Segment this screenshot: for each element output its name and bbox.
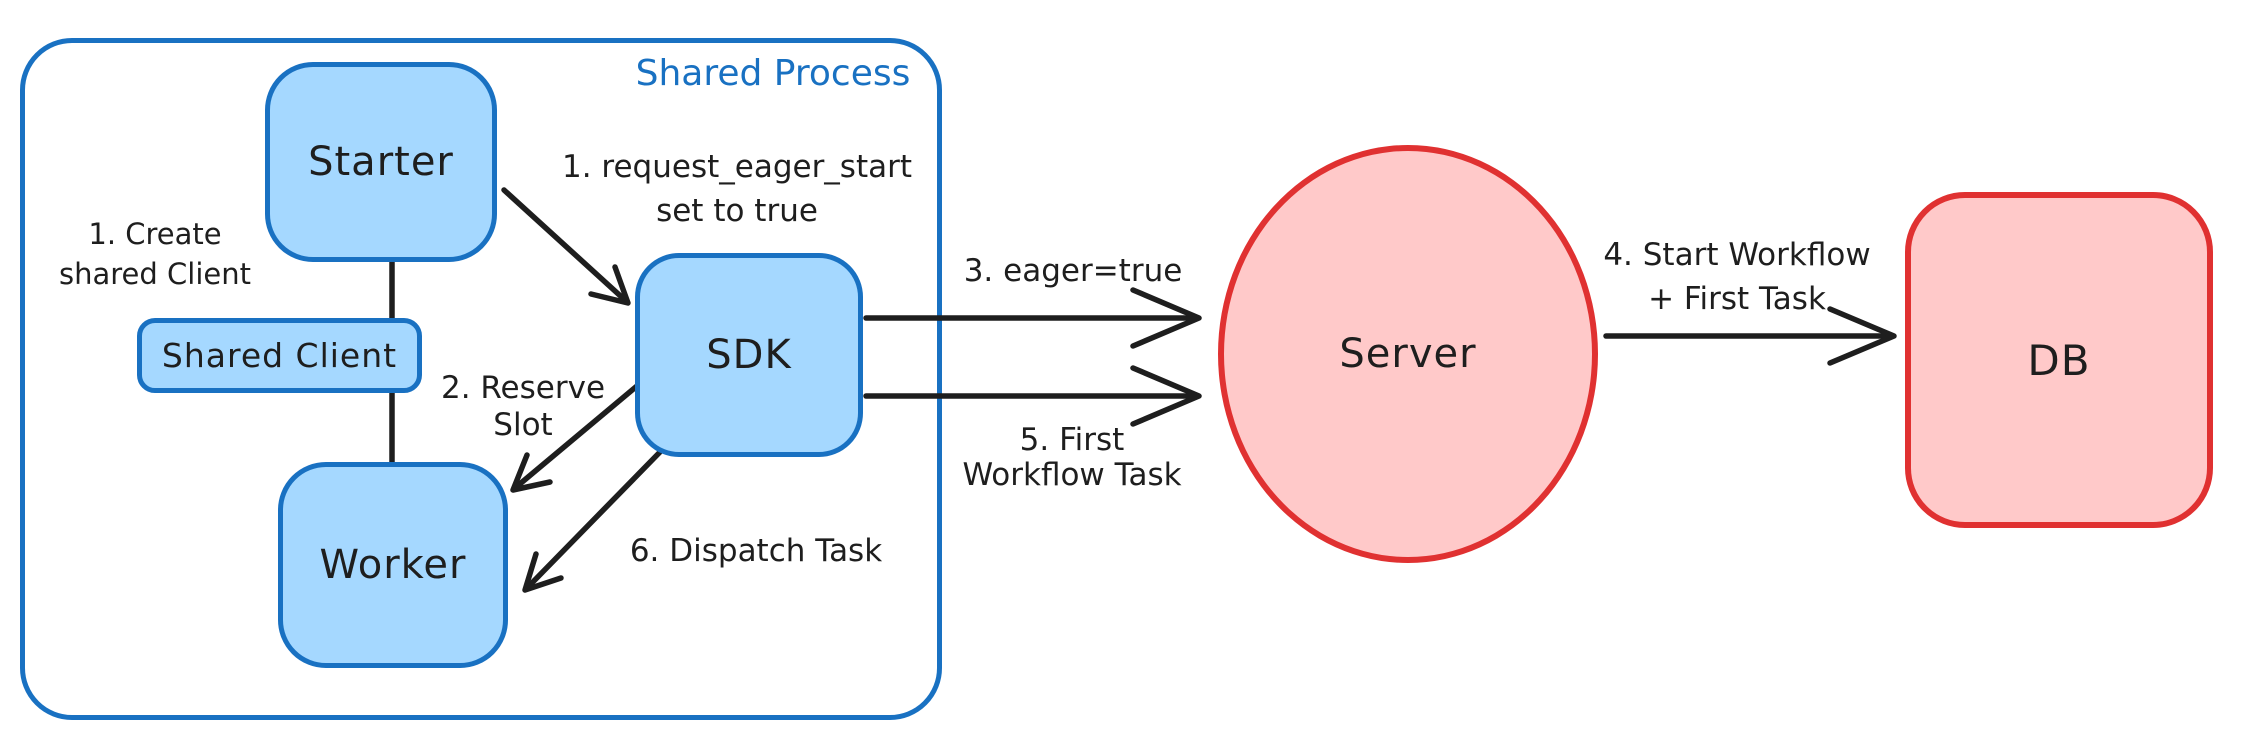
arrow-server-to-db — [1603, 306, 1897, 366]
node-server: Server — [1218, 145, 1598, 563]
node-worker: Worker — [278, 462, 508, 668]
label-step6-dispatch-task: 6. Dispatch Task — [629, 533, 883, 569]
node-starter-label: Starter — [308, 139, 454, 185]
shared-process-container — [20, 38, 942, 720]
shared-process-label: Shared Process — [635, 53, 911, 94]
node-server-label: Server — [1339, 331, 1477, 377]
label-step1-create-shared-client: 1. Create shared Client — [59, 217, 251, 291]
arrow-sdk-to-server-first-task — [863, 365, 1202, 427]
node-worker-label: Worker — [319, 542, 467, 588]
label-step2-reserve-slot: 2. Reserve Slot — [440, 370, 606, 443]
label-step4-start-workflow: 4. Start Workflow + First Task — [1603, 237, 1871, 317]
node-db: DB — [1905, 192, 2213, 528]
node-sdk: SDK — [635, 253, 863, 457]
label-step5-first-workflow-task: 5. First Workflow Task — [962, 422, 1182, 493]
node-starter: Starter — [265, 62, 497, 262]
arrow-sdk-to-worker-reserve — [510, 383, 640, 493]
arrow-starter-to-sdk — [501, 187, 631, 306]
node-shared-client: Shared Client — [137, 318, 422, 393]
node-sdk-label: SDK — [706, 332, 792, 378]
label-step3-eager-true: 3. eager=true — [963, 253, 1183, 289]
label-step1-request-eager-start: 1. request_eager_start set to true — [561, 149, 913, 229]
node-db-label: DB — [2027, 335, 2091, 385]
arrow-sdk-to-server-eager — [863, 287, 1202, 349]
arrow-sdk-to-worker-dispatch — [522, 449, 663, 593]
node-shared-client-label: Shared Client — [161, 336, 398, 375]
